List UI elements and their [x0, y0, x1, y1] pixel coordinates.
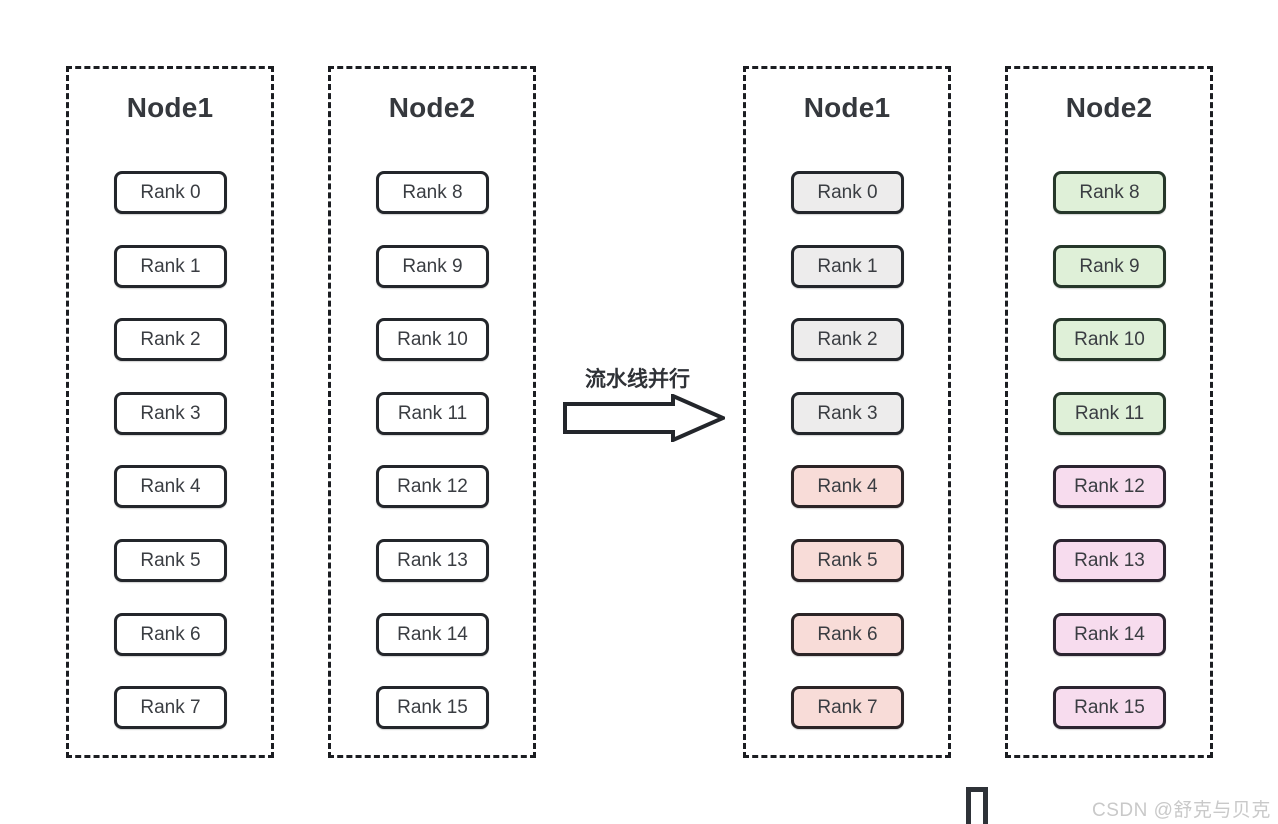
- rank-box[interactable]: Rank 12: [376, 465, 489, 508]
- rank-label: Rank 2: [817, 328, 878, 350]
- node-title-right-node1: Node1: [803, 92, 891, 123]
- rank-box[interactable]: Rank 3: [114, 392, 227, 435]
- rank-label: Rank 9: [402, 255, 463, 277]
- gate-glyph-icon: [966, 787, 988, 824]
- rank-label: Rank 11: [1074, 402, 1145, 424]
- rank-box[interactable]: Rank 14: [376, 613, 489, 656]
- rank-label: Rank 0: [817, 181, 878, 203]
- rank-label: Rank 13: [397, 549, 468, 571]
- rank-box[interactable]: Rank 13: [376, 539, 489, 582]
- rank-label: Rank 15: [397, 696, 468, 718]
- rank-box[interactable]: Rank 14: [1053, 613, 1166, 656]
- rank-label: Rank 13: [1074, 549, 1145, 571]
- rank-label: Rank 0: [140, 181, 201, 203]
- rank-box[interactable]: Rank 15: [1053, 686, 1166, 729]
- rank-label: Rank 4: [817, 475, 878, 497]
- rank-label: Rank 3: [140, 402, 201, 424]
- rank-label: Rank 4: [140, 475, 201, 497]
- rank-label: Rank 10: [397, 328, 468, 350]
- rank-box[interactable]: Rank 0: [791, 171, 904, 214]
- rank-box[interactable]: Rank 11: [1053, 392, 1166, 435]
- rank-label: Rank 6: [817, 623, 878, 645]
- rank-box[interactable]: Rank 10: [376, 318, 489, 361]
- rank-box[interactable]: Rank 11: [376, 392, 489, 435]
- rank-box[interactable]: Rank 8: [376, 171, 489, 214]
- rank-box[interactable]: Rank 3: [791, 392, 904, 435]
- pipeline-arrow: [563, 392, 728, 444]
- rank-box[interactable]: Rank 4: [791, 465, 904, 508]
- rank-label: Rank 10: [1074, 328, 1145, 350]
- rank-label: Rank 11: [397, 402, 468, 424]
- rank-box[interactable]: Rank 5: [114, 539, 227, 582]
- node-group-right-node2: Node2: [1005, 66, 1213, 758]
- rank-box[interactable]: Rank 15: [376, 686, 489, 729]
- rank-box[interactable]: Rank 9: [376, 245, 489, 288]
- rank-box[interactable]: Rank 9: [1053, 245, 1166, 288]
- arrow-right-icon: [563, 392, 728, 444]
- rank-label: Rank 12: [397, 475, 468, 497]
- rank-label: Rank 1: [140, 255, 201, 277]
- rank-label: Rank 12: [1074, 475, 1145, 497]
- rank-label: Rank 7: [140, 696, 201, 718]
- rank-label: Rank 8: [402, 181, 463, 203]
- rank-label: Rank 14: [397, 623, 468, 645]
- rank-label: Rank 14: [1074, 623, 1145, 645]
- rank-box[interactable]: Rank 5: [791, 539, 904, 582]
- node-group-left-node1: Node1: [66, 66, 274, 758]
- rank-box[interactable]: Rank 2: [791, 318, 904, 361]
- rank-box[interactable]: Rank 6: [114, 613, 227, 656]
- rank-label: Rank 15: [1074, 696, 1145, 718]
- rank-label: Rank 7: [817, 696, 878, 718]
- rank-label: Rank 1: [817, 255, 878, 277]
- rank-box[interactable]: Rank 7: [114, 686, 227, 729]
- node-title-left-node1: Node1: [126, 92, 214, 123]
- node-title-right-node2: Node2: [1065, 92, 1153, 123]
- pipeline-arrow-label: 流水线并行: [585, 368, 690, 391]
- watermark-text: CSDN @舒克与贝克: [1092, 800, 1271, 821]
- node-group-left-node2: Node2: [328, 66, 536, 758]
- rank-box[interactable]: Rank 7: [791, 686, 904, 729]
- rank-box[interactable]: Rank 6: [791, 613, 904, 656]
- rank-label: Rank 6: [140, 623, 201, 645]
- rank-box[interactable]: Rank 4: [114, 465, 227, 508]
- rank-label: Rank 5: [140, 549, 201, 571]
- rank-label: Rank 3: [817, 402, 878, 424]
- node-title-left-node2: Node2: [388, 92, 476, 123]
- rank-box[interactable]: Rank 1: [791, 245, 904, 288]
- rank-box[interactable]: Rank 0: [114, 171, 227, 214]
- node-group-right-node1: Node1: [743, 66, 951, 758]
- rank-label: Rank 2: [140, 328, 201, 350]
- rank-box[interactable]: Rank 12: [1053, 465, 1166, 508]
- rank-label: Rank 5: [817, 549, 878, 571]
- rank-label: Rank 9: [1079, 255, 1140, 277]
- rank-box[interactable]: Rank 13: [1053, 539, 1166, 582]
- rank-box[interactable]: Rank 2: [114, 318, 227, 361]
- rank-box[interactable]: Rank 8: [1053, 171, 1166, 214]
- rank-label: Rank 8: [1079, 181, 1140, 203]
- rank-box[interactable]: Rank 1: [114, 245, 227, 288]
- rank-box[interactable]: Rank 10: [1053, 318, 1166, 361]
